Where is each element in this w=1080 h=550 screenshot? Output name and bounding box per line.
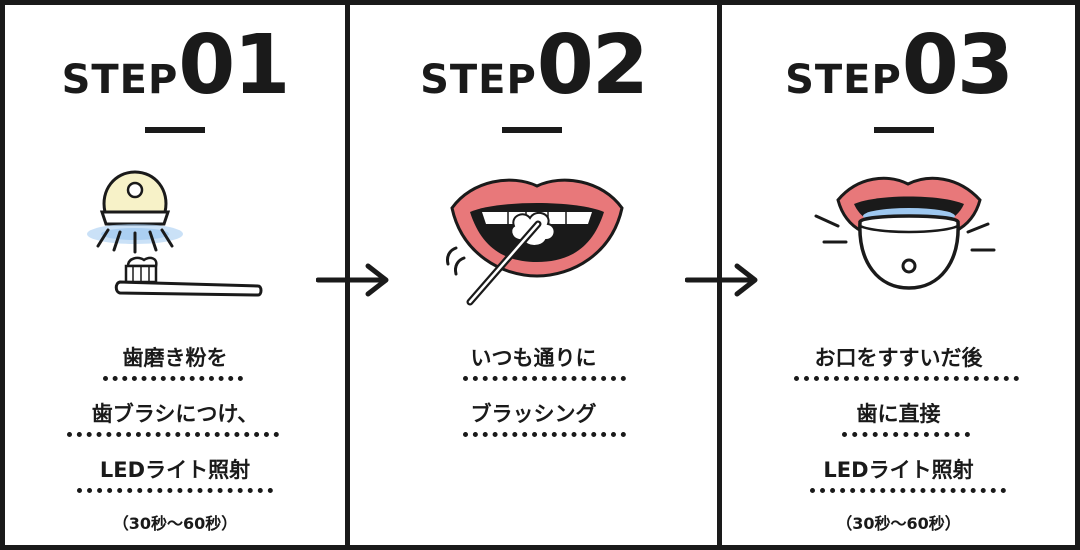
instruction-line: 歯ブラシにつけ、 xyxy=(91,402,259,426)
arrow-right-icon xyxy=(316,263,389,297)
step-heading: STEP02 xyxy=(350,18,717,113)
instruction-line: LEDライト照射 xyxy=(99,458,251,482)
step-panel-1: STEP01 歯磨き粉を 歯ブラシにつけ、 LEDライト xyxy=(5,0,345,550)
dotted-underline xyxy=(463,376,626,381)
dotted-underline xyxy=(842,432,970,437)
step-number: 02 xyxy=(536,18,649,113)
panel-divider xyxy=(717,0,722,550)
instruction-line: ブラッシング xyxy=(470,402,597,426)
led-mouth-icon xyxy=(814,176,996,290)
instruction-line: LEDライト照射 xyxy=(823,458,974,482)
instruction-line: いつも通りに xyxy=(470,346,597,370)
step-panel-3: STEP03 お口をすすいだ後 歯に直接 LEDライト照射 （30秒～60秒） xyxy=(722,0,1075,550)
step-heading: STEP03 xyxy=(722,18,1075,113)
dotted-underline xyxy=(103,376,243,381)
duration-note: （30秒～60秒） xyxy=(836,514,961,533)
heading-dash xyxy=(502,127,562,133)
dotted-underline xyxy=(810,488,1006,493)
instruction-line: お口をすすいだ後 xyxy=(814,346,983,370)
duration-note: （30秒～60秒） xyxy=(112,514,238,533)
instruction-line: 歯磨き粉を xyxy=(122,346,228,370)
step-number: 01 xyxy=(178,18,290,113)
heading-dash xyxy=(874,127,934,133)
step-number: 03 xyxy=(901,18,1014,113)
dotted-underline xyxy=(77,488,273,493)
step-label: STEP xyxy=(785,57,902,103)
arrow-right-icon xyxy=(685,263,758,297)
step-label: STEP xyxy=(61,57,179,103)
panel-divider xyxy=(345,0,350,550)
instruction-line: 歯に直接 xyxy=(856,402,941,426)
dotted-underline xyxy=(794,376,1019,381)
dotted-underline xyxy=(67,432,279,437)
led-toothbrush-icon xyxy=(87,170,263,297)
step-panel-2: STEP02 いつも通りに ブラッシング xyxy=(350,0,717,550)
dotted-underline xyxy=(463,432,626,437)
brushing-mouth-icon xyxy=(446,178,624,306)
step-label: STEP xyxy=(420,57,537,103)
step-heading: STEP01 xyxy=(5,18,345,113)
heading-dash xyxy=(145,127,205,133)
